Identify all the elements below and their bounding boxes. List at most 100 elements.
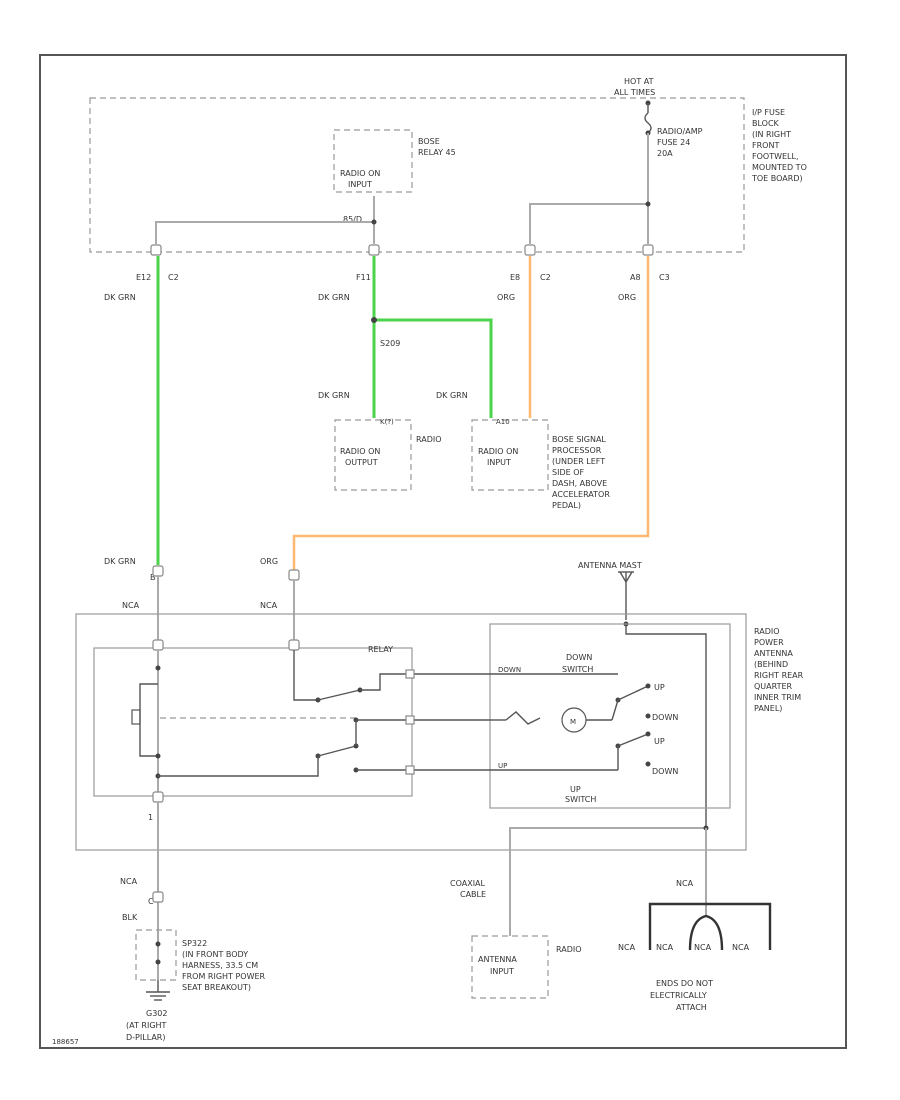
svg-text:POWER: POWER — [754, 638, 784, 647]
svg-text:BLOCK: BLOCK — [752, 119, 780, 128]
bus-wire-e8 — [529, 203, 648, 244]
relay-coil — [131, 650, 356, 800]
harness-up: UP — [498, 762, 507, 770]
fuse-label-2: FUSE 24 — [657, 138, 690, 147]
svg-text:RADIO: RADIO — [754, 627, 780, 636]
antenna-pin-b: B — [150, 573, 156, 582]
wire-color-nca-a: NCA — [260, 601, 278, 610]
down-switch-up: UP — [654, 683, 665, 692]
bus-wire-e12 — [155, 221, 374, 244]
hot-label-1: HOT AT — [624, 77, 654, 86]
pin-a8: A8 — [630, 273, 641, 282]
wire-color-a: ORG — [260, 557, 278, 566]
nca-ends-2: ELECTRICALLY — [650, 991, 707, 1000]
fuse-block-box — [89, 97, 745, 253]
down-switch-label-1: DOWN — [566, 653, 592, 662]
nca-4: NCA — [732, 943, 750, 952]
relay-box — [93, 647, 413, 797]
antenna-conn-b — [152, 565, 164, 577]
up-switch-up: UP — [654, 737, 665, 746]
radio-side: RADIO — [416, 435, 442, 444]
relay-label-2: RELAY 45 — [418, 148, 456, 157]
up-switch-label-2: SWITCH — [565, 795, 596, 804]
nca-3: NCA — [694, 943, 712, 952]
bose-pin: A10 — [496, 418, 510, 426]
svg-text:(UNDER LEFT: (UNDER LEFT — [552, 457, 605, 466]
fuse-24 — [644, 100, 652, 244]
conn-e12: C2 — [168, 273, 179, 282]
harness-to-switch — [405, 669, 618, 775]
fuse-label-3: 20A — [657, 149, 673, 158]
motor-icon — [505, 707, 612, 733]
coax-label-2: CABLE — [460, 890, 486, 899]
down-switch-label-2: SWITCH — [562, 665, 593, 674]
fuse-block-desc: I/P FUSE BLOCK (IN RIGHT FRONT FOOTWELL,… — [751, 108, 807, 183]
power-antenna-box — [75, 613, 747, 851]
wire-color-nca-ground: NCA — [120, 877, 138, 886]
down-switch — [611, 683, 651, 770]
svg-text:PEDAL): PEDAL) — [552, 501, 581, 510]
ground-pin-c: C — [148, 897, 154, 906]
wire-color-b: DK GRN — [104, 557, 136, 566]
wire-color-nca-b: NCA — [122, 601, 140, 610]
down-switch-down: DOWN — [652, 713, 678, 722]
ground-g302-3: D-PILLAR) — [126, 1033, 165, 1042]
relay-pin-label-2: INPUT — [348, 180, 372, 189]
svg-text:I/P FUSE: I/P FUSE — [752, 108, 785, 117]
relay-switches — [158, 650, 410, 777]
bus-label: 85/D — [343, 215, 362, 224]
up-switch-down: DOWN — [652, 767, 678, 776]
splice-pack-box — [135, 929, 177, 981]
ground-conn-c — [152, 891, 164, 903]
nca-1: NCA — [618, 943, 636, 952]
wire-color-radio: DK GRN — [318, 391, 350, 400]
motor-label: M — [570, 718, 576, 726]
bose-relay-box — [333, 129, 413, 193]
pin-e8: E8 — [510, 273, 520, 282]
svg-text:DASH, ABOVE: DASH, ABOVE — [552, 479, 607, 488]
wire-color-e12: DK GRN — [104, 293, 136, 302]
svg-text:MOUNTED TO: MOUNTED TO — [752, 163, 807, 172]
nca-splice-icon — [648, 902, 772, 951]
bose-processor-desc: BOSE SIGNAL PROCESSOR (UNDER LEFT SIDE O… — [552, 435, 610, 510]
fuse-label-1: RADIO/AMP — [657, 127, 703, 136]
fuse-block-pins — [150, 244, 654, 256]
hot-label-2: ALL TIMES — [614, 88, 655, 97]
svg-text:ACCELERATOR: ACCELERATOR — [552, 490, 610, 499]
radio-pin-label: OUTPUT — [345, 458, 378, 467]
svg-text:PROCESSOR: PROCESSOR — [552, 446, 602, 455]
splice-pack-1: SP322 — [182, 939, 207, 948]
relay-label-1: BOSE — [418, 137, 440, 146]
conn-e8: C2 — [540, 273, 551, 282]
antenna-pin-1: 1 — [148, 813, 153, 822]
relay-pin-label: RADIO ON — [340, 169, 380, 178]
splice-pack-2: (IN FRONT BODY — [182, 950, 248, 959]
svg-text:TOE BOARD): TOE BOARD) — [751, 174, 803, 183]
radio-pin: K(?) — [380, 418, 394, 426]
svg-text:RIGHT REAR: RIGHT REAR — [754, 671, 804, 680]
wire-color-a8: ORG — [618, 293, 636, 302]
splice-s209-dot — [371, 317, 377, 323]
wire-color-e8: ORG — [497, 293, 515, 302]
splice-pack-3: HARNESS, 33.5 CM — [182, 961, 258, 970]
radio-antenna-box — [471, 935, 549, 999]
conn-a8: C3 — [659, 273, 670, 282]
outer-frame — [39, 54, 847, 1049]
svg-text:(IN RIGHT: (IN RIGHT — [752, 130, 791, 139]
svg-text:(BEHIND: (BEHIND — [754, 660, 788, 669]
bose-label: RADIO ON — [478, 447, 518, 456]
nca-2: NCA — [656, 943, 674, 952]
antenna-pin-c-term — [152, 791, 164, 803]
wire-color-blk: BLK — [122, 913, 138, 922]
svg-text:ANTENNA: ANTENNA — [754, 649, 793, 658]
svg-text:INNER TRIM: INNER TRIM — [754, 693, 801, 702]
svg-text:BOSE SIGNAL: BOSE SIGNAL — [552, 435, 606, 444]
up-switch-label-1: UP — [570, 785, 581, 794]
nca-ends-3: ATTACH — [676, 1003, 707, 1012]
bose-processor-box — [471, 419, 549, 491]
svg-text:SIDE OF: SIDE OF — [552, 468, 584, 477]
wire-org-a8 — [292, 256, 650, 570]
wire-color-f11: DK GRN — [318, 293, 350, 302]
coax-label-1: COAXIAL — [450, 879, 486, 888]
